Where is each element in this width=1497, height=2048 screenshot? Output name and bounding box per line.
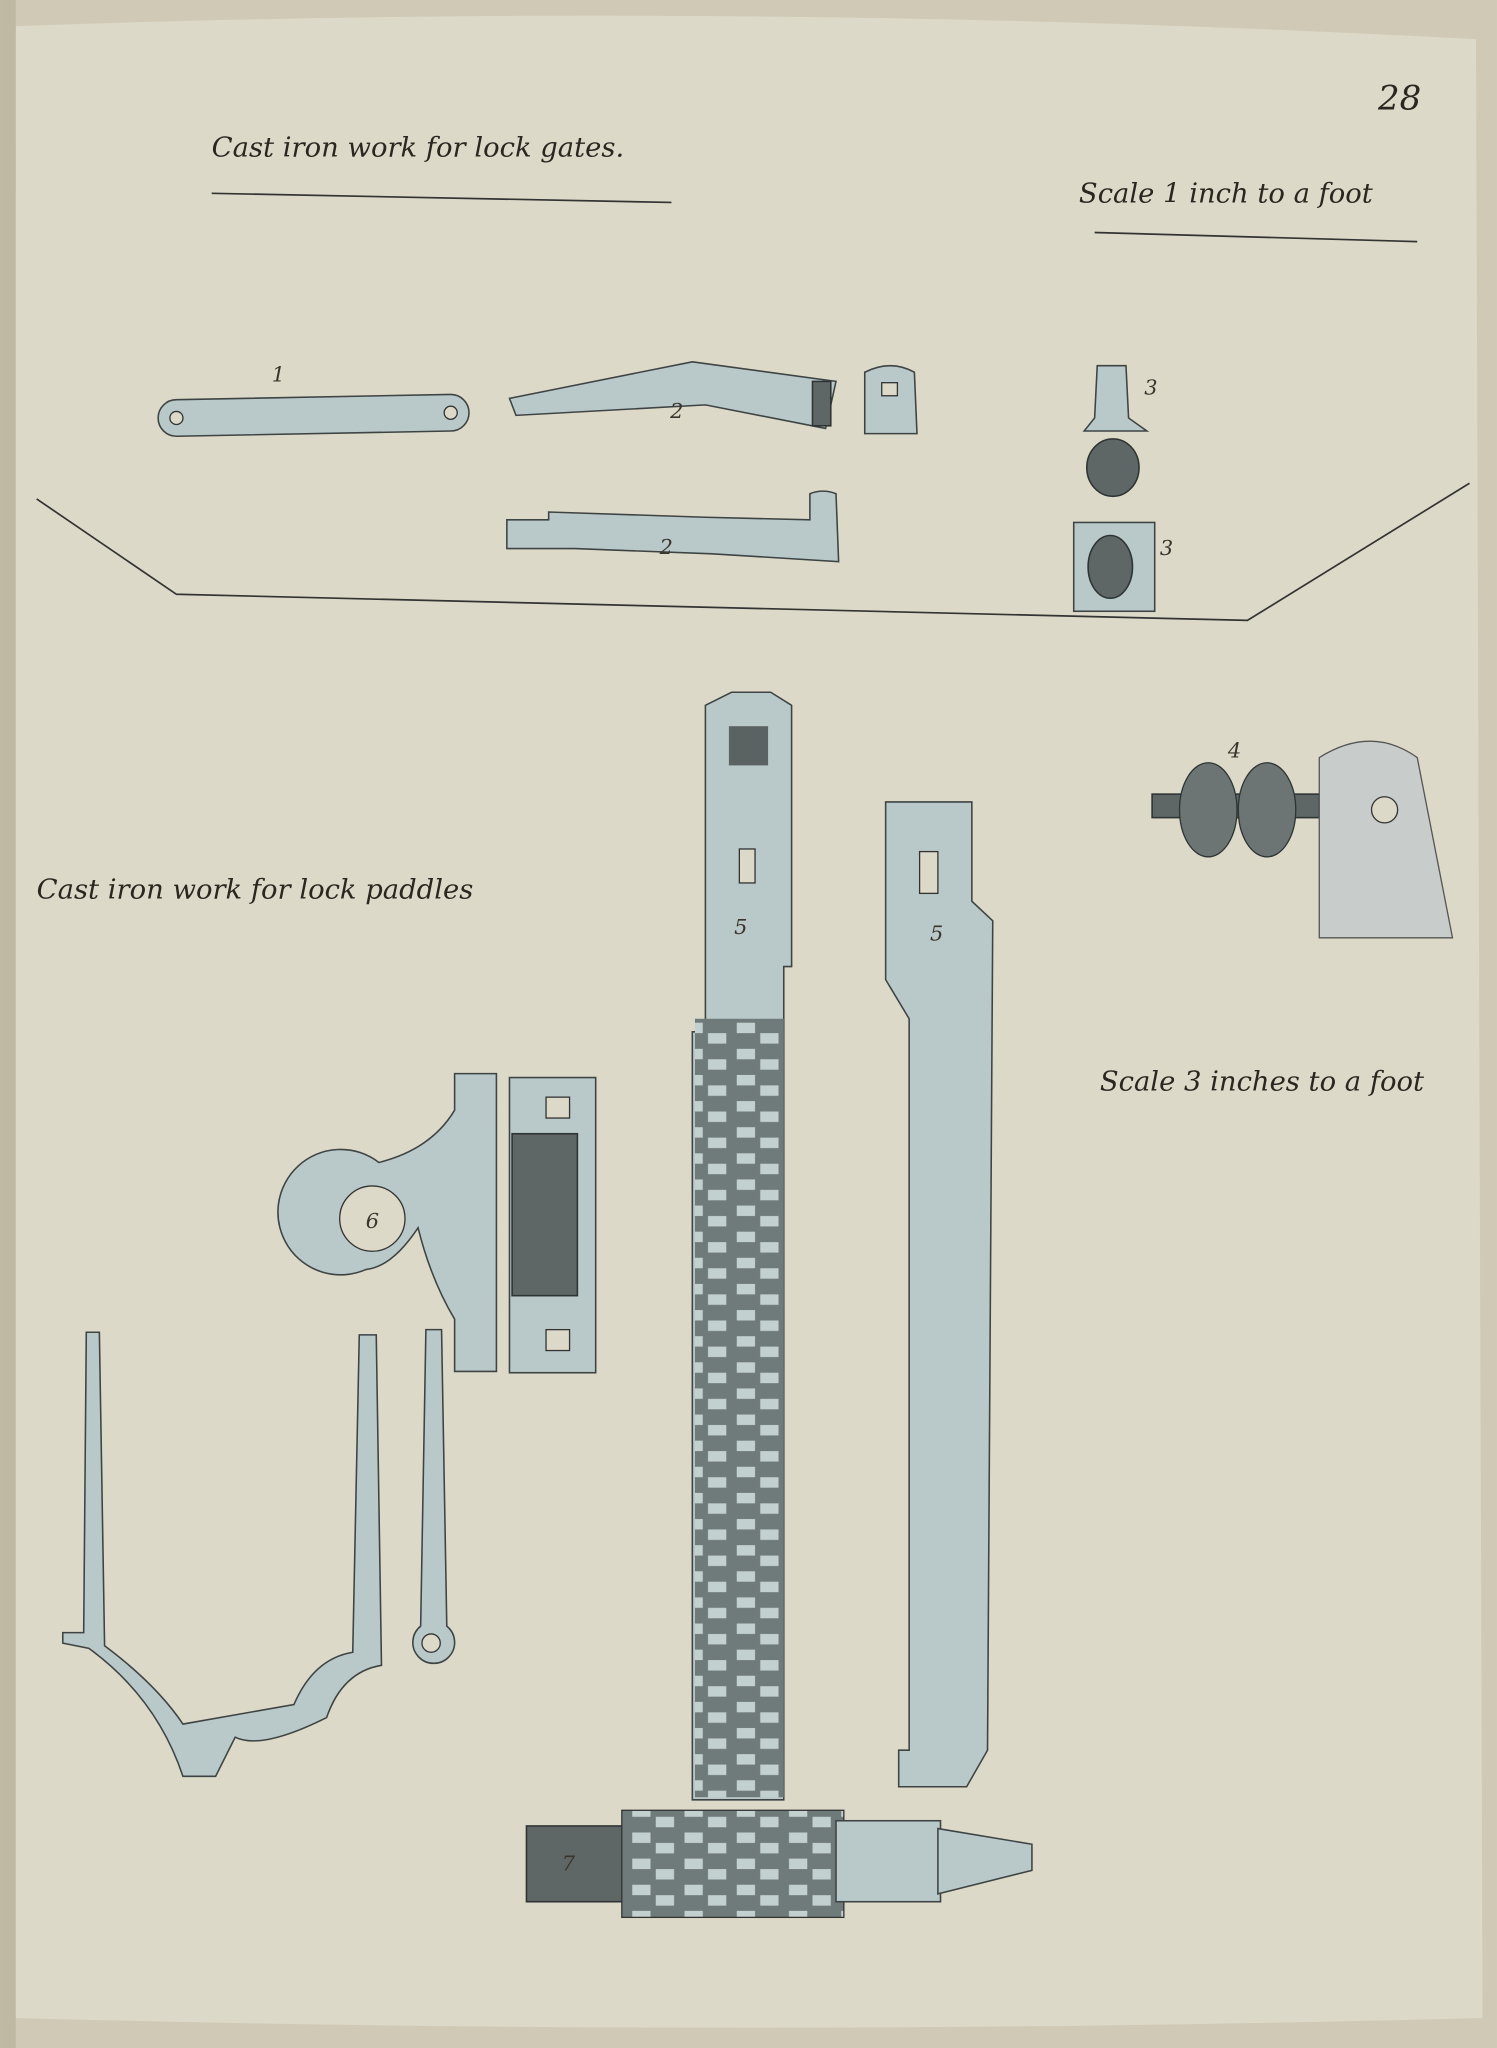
part-3-pivot-cap <box>1082 364 1150 498</box>
label-7: 7 <box>562 1851 576 1875</box>
part-6-bracket <box>277 1072 597 1374</box>
scale-underline <box>1094 231 1418 243</box>
label-6: 6 <box>366 1209 379 1233</box>
part-1-link-bar <box>157 393 470 438</box>
part-5-rack-side <box>884 801 994 1788</box>
title-underline <box>211 192 672 204</box>
label-1: 1 <box>272 362 285 386</box>
label-5b: 5 <box>930 921 943 945</box>
part-2-lever <box>506 490 840 563</box>
upper-scale: Scale 1 inch to a foot <box>1079 178 1374 209</box>
part-3-pivot-block <box>1072 521 1156 613</box>
label-3a: 3 <box>1144 375 1157 399</box>
part-7-pinion-shaft <box>525 1809 1033 1919</box>
label-2a: 2 <box>669 399 683 423</box>
label-5a: 5 <box>734 915 747 939</box>
page-gutter <box>0 0 16 2048</box>
lower-scale: Scale 3 inches to a foot <box>1100 1067 1425 1098</box>
part-2-bent-arm <box>508 361 918 435</box>
upper-title: Cast iron work for lock gates. <box>212 133 625 164</box>
label-4: 4 <box>1227 739 1241 763</box>
lower-title: Cast iron work for lock paddles <box>37 875 474 906</box>
label-3b: 3 <box>1160 536 1173 560</box>
part-5-rack-front <box>691 691 793 1801</box>
paddle-stirrup <box>62 1328 456 1778</box>
label-2b: 2 <box>659 535 673 559</box>
section-divider-line <box>36 482 1470 622</box>
page-number: 28 <box>1377 79 1421 119</box>
part-4-roller <box>1151 740 1454 939</box>
